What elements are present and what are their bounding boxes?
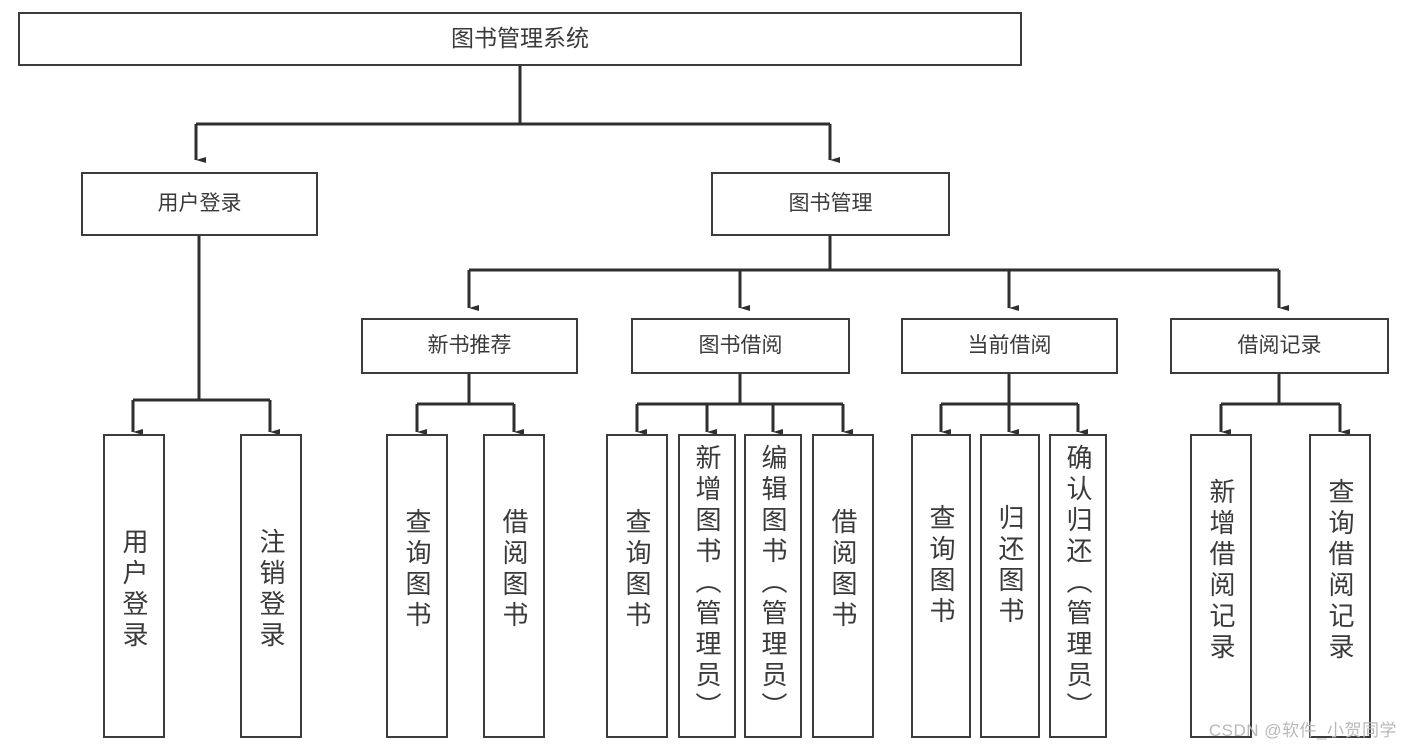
node-current-borrow[interactable]: 当前借阅 — [901, 318, 1118, 374]
node-user-login[interactable]: 用户登录 — [81, 172, 318, 236]
node-borrow-record-label: 借阅记录 — [1237, 333, 1322, 357]
node-leaf-logout[interactable]: 注销登录 — [240, 434, 302, 738]
node-leaf-query-book-1[interactable]: 查询图书 — [386, 434, 448, 738]
node-leaf-query-record[interactable]: 查询借阅记录 — [1309, 434, 1371, 738]
node-new-book-rec-label: 新书推荐 — [427, 333, 512, 357]
node-leaf-add-record-label: 新增借阅记录 — [1206, 478, 1236, 664]
node-leaf-return-book[interactable]: 归还图书 — [980, 434, 1040, 738]
node-user-login-label: 用户登录 — [157, 191, 242, 215]
node-leaf-query-book-2-label: 查询图书 — [622, 508, 652, 632]
node-leaf-query-book-3[interactable]: 查询图书 — [911, 434, 971, 738]
node-leaf-query-record-label: 查询借阅记录 — [1325, 478, 1355, 664]
node-leaf-query-book-2[interactable]: 查询图书 — [606, 434, 668, 738]
node-book-borrow[interactable]: 图书借阅 — [631, 318, 850, 374]
node-leaf-query-book-3-label: 查询图书 — [926, 504, 956, 628]
node-leaf-user-login[interactable]: 用户登录 — [103, 434, 165, 738]
node-leaf-edit-book[interactable]: 编辑图书（管理员） — [744, 434, 802, 738]
watermark-text: CSDN @软件_小贺同学 — [1208, 721, 1397, 740]
node-book-manage[interactable]: 图书管理 — [711, 172, 950, 236]
node-leaf-add-record[interactable]: 新增借阅记录 — [1190, 434, 1252, 738]
node-leaf-borrow-book-1-label: 借阅图书 — [499, 508, 529, 632]
node-borrow-record[interactable]: 借阅记录 — [1170, 318, 1389, 374]
node-book-borrow-label: 图书借阅 — [698, 333, 783, 357]
node-leaf-confirm-return-label: 确认归还（管理员） — [1063, 444, 1093, 723]
node-leaf-add-book[interactable]: 新增图书（管理员） — [678, 434, 736, 738]
node-leaf-add-book-label: 新增图书（管理员） — [692, 444, 722, 723]
node-leaf-borrow-book-2[interactable]: 借阅图书 — [812, 434, 874, 738]
node-leaf-edit-book-label: 编辑图书（管理员） — [758, 444, 788, 723]
node-new-book-rec[interactable]: 新书推荐 — [361, 318, 578, 374]
node-book-manage-label: 图书管理 — [788, 191, 873, 215]
node-leaf-query-book-1-label: 查询图书 — [402, 508, 432, 632]
node-leaf-logout-label: 注销登录 — [256, 528, 286, 652]
node-leaf-return-book-label: 归还图书 — [995, 504, 1025, 628]
node-leaf-confirm-return[interactable]: 确认归还（管理员） — [1049, 434, 1107, 738]
node-root[interactable]: 图书管理系统 — [18, 12, 1022, 66]
node-leaf-borrow-book-2-label: 借阅图书 — [828, 508, 858, 632]
node-leaf-borrow-book-1[interactable]: 借阅图书 — [483, 434, 545, 738]
node-current-borrow-label: 当前借阅 — [967, 333, 1052, 357]
node-root-label: 图书管理系统 — [451, 25, 589, 52]
node-leaf-user-login-label: 用户登录 — [119, 528, 149, 652]
